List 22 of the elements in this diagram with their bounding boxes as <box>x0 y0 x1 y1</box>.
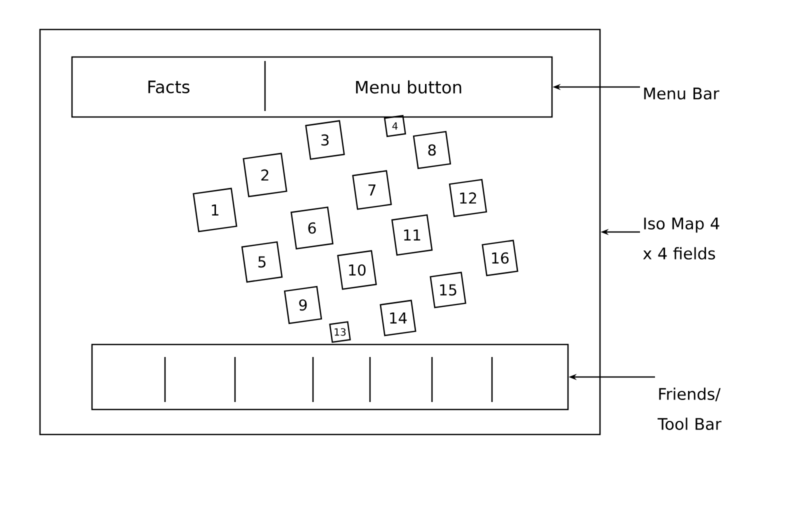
map-tile: 6 <box>290 206 334 250</box>
annotation-text: Friends/ Tool Bar <box>658 388 722 430</box>
map-tile: 11 <box>391 214 433 256</box>
map-tile: 5 <box>241 241 283 283</box>
map-tile: 13 <box>329 321 351 343</box>
map-tile: 1 <box>192 188 238 232</box>
menu-bar: Facts Menu button <box>71 56 553 118</box>
map-tile: 7 <box>352 170 392 210</box>
map-tile: 10 <box>337 250 377 290</box>
annotation-text: Iso Map 4 x 4 fields <box>643 218 720 260</box>
annotation-text: Menu Bar <box>644 88 720 100</box>
tool-bar <box>91 344 569 410</box>
map-tile: 15 <box>430 272 466 308</box>
map-tile: 3 <box>305 120 345 160</box>
map-tile: 4 <box>384 114 406 138</box>
map-tile: 14 <box>380 300 416 336</box>
screen-frame <box>39 28 601 436</box>
map-tile: 8 <box>412 130 452 170</box>
map-tile: 16 <box>482 240 518 276</box>
map-tile: 9 <box>284 286 322 324</box>
map-tile: 12 <box>448 178 488 218</box>
map-tile: 2 <box>242 152 288 198</box>
